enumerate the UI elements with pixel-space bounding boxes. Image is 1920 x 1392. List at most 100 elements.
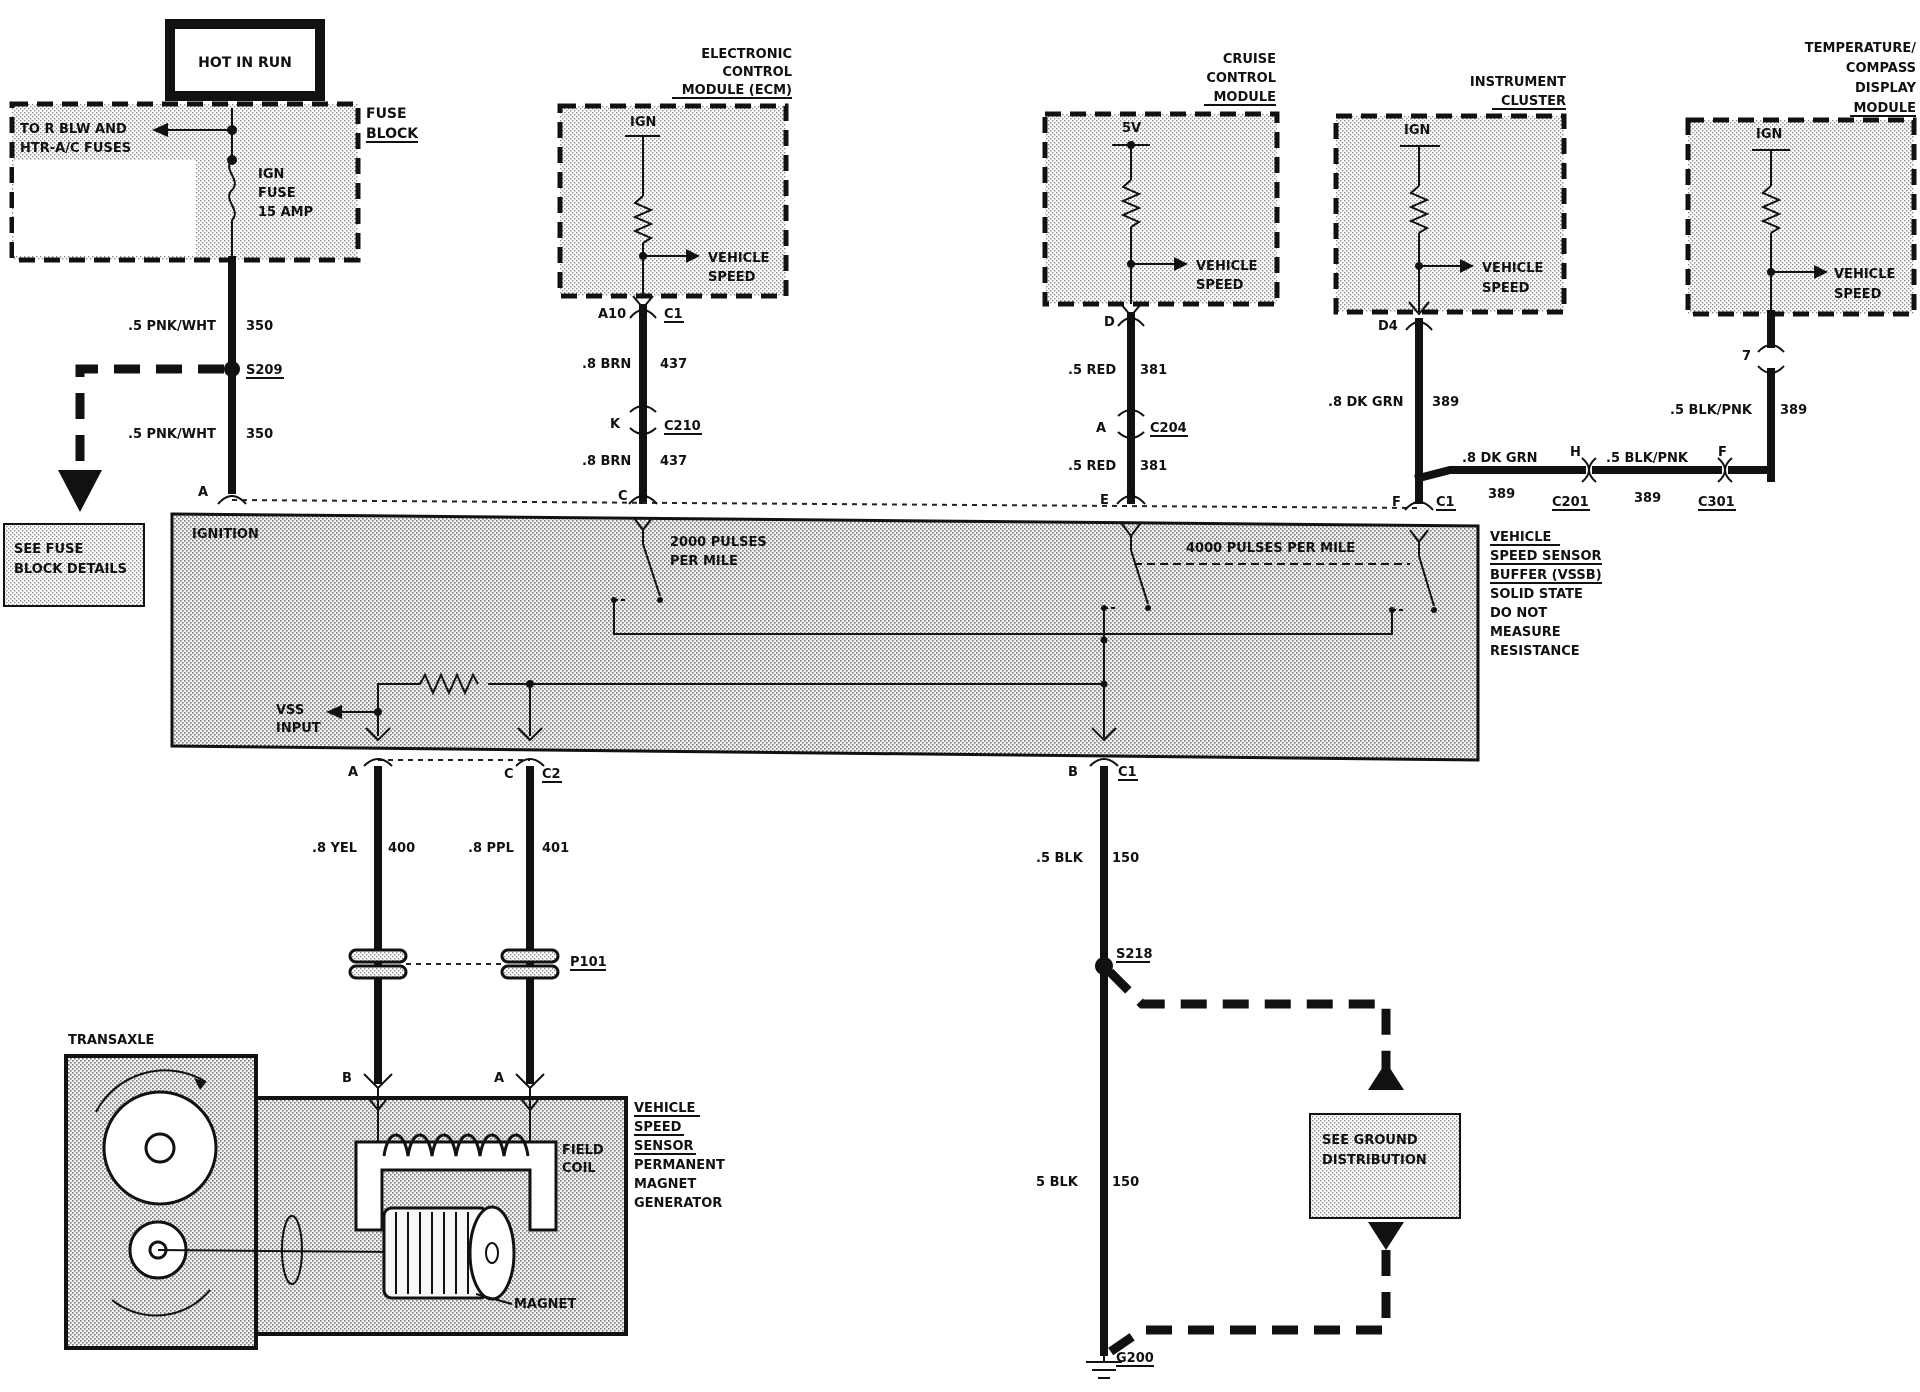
ecm-conn-c1: C1 xyxy=(664,307,683,322)
vss-pin-b: B xyxy=(342,1071,352,1086)
w400-size: .8 YEL xyxy=(312,841,357,856)
compass-title-2: COMPASS xyxy=(1846,61,1916,76)
see-ground-2: DISTRIBUTION xyxy=(1322,1153,1427,1168)
xw-blkpnk-num: 389 xyxy=(1634,491,1661,506)
instrument-cluster: INSTRUMENT CLUSTER IGN VEHICLE SPEED D4 … xyxy=(1328,75,1567,482)
vssb-bot-a: A xyxy=(348,765,358,780)
vssb-bot-c1: C1 xyxy=(1118,765,1137,780)
compass-title-3: DISPLAY xyxy=(1855,81,1917,96)
s209-label: S209 xyxy=(246,363,283,378)
ecm-title-1: ELECTRONIC xyxy=(701,47,792,62)
to-fuses-label-2: HTR-A/C FUSES xyxy=(20,141,131,156)
vss-title-2: SPEED xyxy=(634,1120,682,1135)
cruise-module: CRUISE CONTROL MODULE 5V VEHICLE SPEED D… xyxy=(1042,52,1280,504)
s209-splice xyxy=(224,361,240,377)
fuse-amp-label: 15 AMP xyxy=(258,205,313,220)
w437b-num: 437 xyxy=(660,454,687,469)
vss-pin-a: A xyxy=(494,1071,504,1086)
vssb-ignition: IGNITION xyxy=(192,527,259,542)
cruise-title-2: CONTROL xyxy=(1206,71,1276,86)
vssb-pin-e: E xyxy=(1100,493,1109,508)
c201-pin-h: H xyxy=(1570,445,1581,460)
vss-title-3: SENSOR xyxy=(634,1139,694,1154)
w389-cluster-size: .8 DK GRN xyxy=(1328,395,1403,410)
cluster-ign: IGN xyxy=(1404,123,1430,138)
cruise-title-3: MODULE xyxy=(1214,90,1277,105)
g200-label: G200 xyxy=(1116,1351,1154,1366)
w437a-size: .8 BRN xyxy=(582,357,631,372)
field-label-2: COIL xyxy=(562,1161,596,1176)
xw-dkgrn-num: 389 xyxy=(1488,487,1515,502)
s218-splice xyxy=(1095,957,1113,975)
vehicle-speed-sensor: TRANSAXLE FIELD COIL xyxy=(64,1033,725,1350)
compass-module: TEMPERATURE/ COMPASS DISPLAY MODULE IGN … xyxy=(1670,41,1917,482)
c301-label: C301 xyxy=(1698,495,1735,510)
w437a-num: 437 xyxy=(660,357,687,372)
vss-title-6: GENERATOR xyxy=(634,1196,722,1211)
c210-label: C210 xyxy=(664,419,701,434)
compass-vs-1: VEHICLE xyxy=(1834,267,1895,282)
ecm-module: ELECTRONIC CONTROL MODULE (ECM) IGN VEHI… xyxy=(557,47,792,504)
w350a-num: 350 xyxy=(246,319,273,334)
compass-title-4: MODULE xyxy=(1854,101,1917,116)
vssb-desc-1: VEHICLE xyxy=(1490,530,1551,545)
cluster-vs-2: SPEED xyxy=(1482,281,1530,296)
fuse-block-title-2: BLOCK xyxy=(366,126,419,142)
cruise-vs-1: VEHICLE xyxy=(1196,259,1257,274)
s218-label: S218 xyxy=(1116,947,1153,962)
vssb-pin-c: C xyxy=(618,489,628,504)
ignition-feed: .5 PNK/WHT 350 S209 .5 PNK/WHT 350 SEE F… xyxy=(3,256,284,607)
to-fuses-label-1: TO R BLW AND xyxy=(20,122,127,137)
cluster-vs-1: VEHICLE xyxy=(1482,261,1543,276)
see-fuse-label-1: SEE FUSE xyxy=(14,542,83,557)
vss-input-1: VSS xyxy=(276,703,304,718)
vss-input-2: INPUT xyxy=(276,721,321,736)
w400-num: 400 xyxy=(388,841,415,856)
transaxle-label: TRANSAXLE xyxy=(68,1033,154,1048)
w437b-size: .8 BRN xyxy=(582,454,631,469)
see-ground-1: SEE GROUND xyxy=(1322,1133,1418,1148)
ecm-title-2: CONTROL xyxy=(722,65,792,80)
cluster-title-1: INSTRUMENT xyxy=(1470,75,1566,90)
hot-in-run-box: HOT IN RUN xyxy=(165,19,325,101)
cluster-pin-d4: D4 xyxy=(1378,319,1398,334)
fuse-block: FUSE BLOCK TO R BLW AND HTR-A/C FUSES IG… xyxy=(9,101,419,263)
vssb-desc-4: SOLID STATE xyxy=(1490,587,1583,602)
vssb-conn-c1: C1 xyxy=(1436,495,1455,510)
vssb-bot-c: C xyxy=(504,767,514,782)
w350b-size: .5 PNK/WHT xyxy=(128,427,216,442)
w401-num: 401 xyxy=(542,841,569,856)
p4000: 4000 PULSES PER MILE xyxy=(1186,541,1355,556)
w150b-size: 5 BLK xyxy=(1036,1175,1079,1190)
vssb-desc-3: BUFFER (VSSB) xyxy=(1490,568,1602,583)
cruise-vs-2: SPEED xyxy=(1196,278,1244,293)
w401-size: .8 PPL xyxy=(468,841,514,856)
ecm-vs-2: SPEED xyxy=(708,270,756,285)
cruise-title-1: CRUISE xyxy=(1223,52,1276,67)
c204-pin-a: A xyxy=(1096,421,1106,436)
see-fuse-label-2: BLOCK DETAILS xyxy=(14,562,127,577)
p2000-2: PER MILE xyxy=(670,554,738,569)
crossover-wiring: .8 DK GRN 389 H C201 .5 BLK/PNK 389 F C3… xyxy=(1414,445,1775,511)
vssb-bot-c2: C2 xyxy=(542,767,561,782)
vssb-bot-b: B xyxy=(1068,765,1078,780)
compass-pin-7: 7 xyxy=(1742,349,1751,364)
w381b-size: .5 RED xyxy=(1068,459,1116,474)
xw-blkpnk-size: .5 BLK/PNK xyxy=(1606,451,1689,466)
w381b-num: 381 xyxy=(1140,459,1167,474)
ground-circuit: .5 BLK 150 S218 5 BLK 150 SEE GROUND DIS… xyxy=(1036,766,1461,1379)
vssb-module: A C E F C1 IGNITION 2000 PULSES PER MILE… xyxy=(170,474,1602,783)
w389-compass-size: .5 BLK/PNK xyxy=(1670,403,1753,418)
cruise-pin-d: D xyxy=(1104,315,1115,330)
hot-in-run-label: HOT IN RUN xyxy=(198,55,292,71)
xw-dkgrn-size: .8 DK GRN xyxy=(1462,451,1537,466)
vssb-desc-5: DO NOT xyxy=(1490,606,1547,621)
vssb-desc-6: MEASURE xyxy=(1490,625,1561,640)
w389-compass-num: 389 xyxy=(1780,403,1807,418)
compass-ign: IGN xyxy=(1756,127,1782,142)
vssb-desc-2: SPEED SENSOR xyxy=(1490,549,1602,564)
w150b-num: 150 xyxy=(1112,1175,1139,1190)
fuse-block-title-1: FUSE xyxy=(366,106,407,122)
ecm-pin-a10: A10 xyxy=(598,307,626,322)
